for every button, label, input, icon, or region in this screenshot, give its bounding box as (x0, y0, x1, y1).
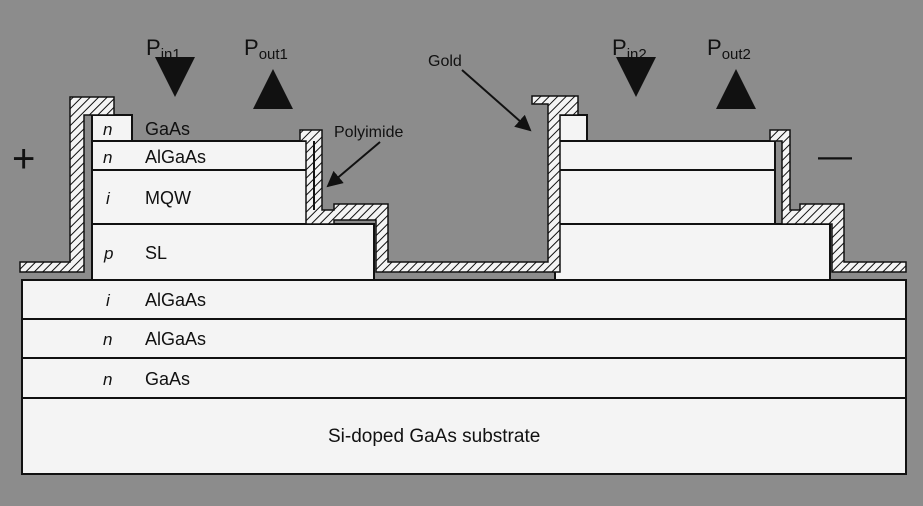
p-in1-label: Pin1 (146, 35, 181, 63)
cap-material: GaAs (145, 119, 190, 139)
gold-leader (461, 69, 532, 132)
sl-type: p (103, 244, 113, 263)
mqw-material: MQW (145, 188, 191, 208)
right-cap-layer (556, 114, 588, 142)
left-sl-layer (91, 223, 375, 281)
right-sl-layer (554, 223, 831, 281)
p-out2-label: Pout2 (707, 35, 751, 63)
i-algaas-material: AlGaAs (145, 290, 206, 310)
n-algaas-type: n (103, 330, 112, 349)
polyimide-label: Polyimide (334, 124, 403, 141)
substrate-layer (21, 397, 907, 475)
p-out1-label: Pout1 (244, 35, 288, 63)
i-algaas-layer (21, 279, 907, 320)
base-layers (21, 279, 907, 475)
left-gold-contact (19, 96, 115, 273)
callout-lines (326, 69, 532, 188)
mqw-type: i (106, 189, 111, 208)
p-in2-label: Pin2 (612, 35, 647, 63)
cap-type: n (103, 120, 112, 139)
n-gaas-type: n (103, 370, 112, 389)
gold-contacts (19, 95, 907, 273)
plus-sign: + (12, 137, 35, 181)
center-gold-contact (299, 95, 579, 273)
minus-sign: — (818, 137, 852, 175)
n-gaas-material: GaAs (145, 369, 190, 389)
gold-label: Gold (428, 53, 462, 70)
polyimide-leader (326, 141, 381, 188)
sl-material: SL (145, 243, 167, 263)
left-mesa (91, 114, 375, 281)
substrate-label: Si-doped GaAs substrate (328, 426, 540, 447)
i-algaas-type: i (106, 291, 111, 310)
power-arrows (155, 57, 756, 109)
right-mqw-layer (554, 169, 776, 225)
right-gold-contact (769, 129, 907, 273)
right-algaas-layer (554, 140, 776, 171)
top-algaas-type: n (103, 148, 112, 167)
n-algaas-material: AlGaAs (145, 329, 206, 349)
top-algaas-material: AlGaAs (145, 147, 206, 167)
right-mesa (554, 114, 831, 281)
n-algaas-layer (21, 318, 907, 359)
left-mqw-layer (91, 169, 309, 225)
